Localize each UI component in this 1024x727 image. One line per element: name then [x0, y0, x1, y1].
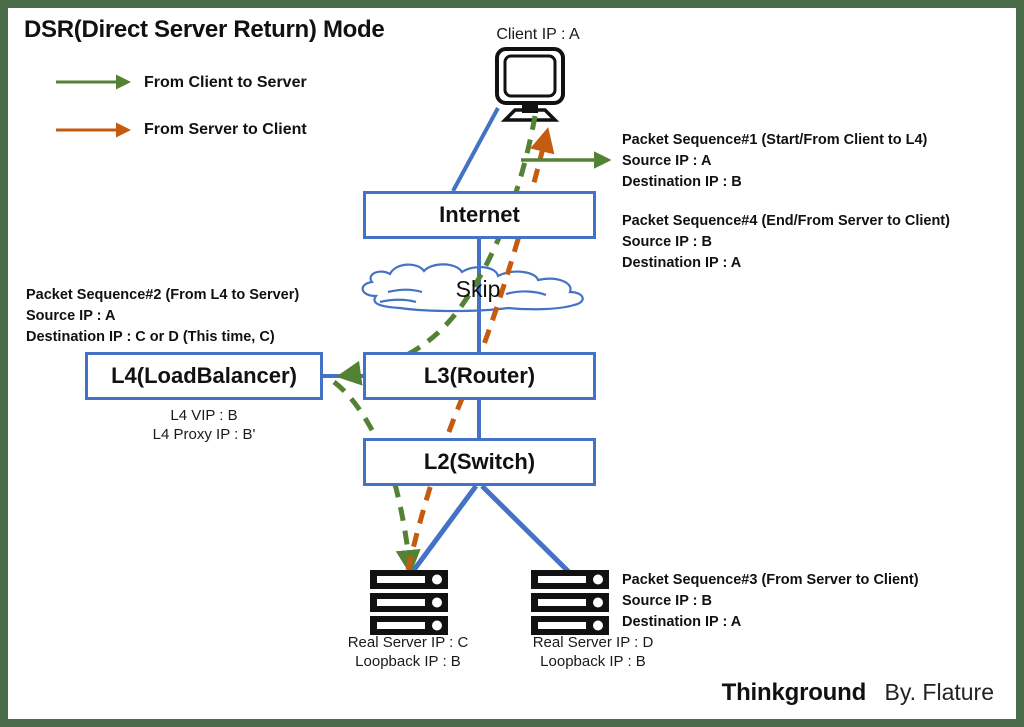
connector-l2-server2: [480, 484, 577, 580]
server2-loopback-ip-text: Loopback IP : B: [540, 653, 646, 670]
server1-real-ip-text: Real Server IP : C: [347, 634, 469, 651]
server1-loopback-ip-text: Loopback IP : B: [355, 653, 461, 670]
annotation-seq4-heading: Packet Sequence#4 (End/From Server to Cl…: [622, 213, 950, 229]
l4-proxy-ip-text: L4 Proxy IP : B': [152, 426, 256, 443]
node-l4-loadbalancer[interactable]: L4(LoadBalancer): [85, 352, 323, 400]
annotation-packet-sequence-2: Packet Sequence#2 (From L4 to Server) So…: [26, 285, 299, 348]
annotation-packet-sequence-3: Packet Sequence#3 (From Server to Client…: [622, 570, 919, 633]
node-l3-router[interactable]: L3(Router): [363, 352, 596, 400]
annotation-packet-sequence-4: Packet Sequence#4 (End/From Server to Cl…: [622, 211, 950, 274]
annotation-seq2-source: Source IP : A: [26, 308, 116, 324]
brand-author: By. Flature: [884, 679, 995, 705]
monitor-icon: [495, 47, 565, 122]
node-internet-label: Internet: [439, 202, 520, 227]
node-internet[interactable]: Internet: [363, 191, 596, 239]
server1-caption: Real Server IP : C Loopback IP : B: [318, 633, 498, 671]
server-rack-icon: [531, 570, 609, 635]
page-title: DSR(Direct Server Return) Mode: [24, 16, 385, 43]
annotation-seq4-source: Source IP : B: [622, 234, 712, 250]
annotation-packet-sequence-1: Packet Sequence#1 (Start/From Client to …: [622, 130, 927, 193]
annotation-seq3-heading: Packet Sequence#3 (From Server to Client…: [622, 572, 919, 588]
server2-caption: Real Server IP : D Loopback IP : B: [503, 633, 683, 671]
server2-real-ip-text: Real Server IP : D: [532, 634, 654, 651]
node-l3-label: L3(Router): [423, 363, 536, 388]
annotation-seq2-heading: Packet Sequence#2 (From L4 to Server): [26, 287, 300, 303]
l4-vip-text: L4 VIP : B: [170, 407, 238, 424]
node-l2-switch[interactable]: L2(Switch): [363, 438, 596, 486]
node-l4-label: L4(LoadBalancer): [111, 363, 297, 388]
annotation-seq1-heading: Packet Sequence#1 (Start/From Client to …: [622, 132, 928, 148]
node-l2-label: L2(Switch): [423, 449, 536, 474]
annotation-seq1-destination: Destination IP : B: [622, 174, 742, 190]
footer: Thinkground By. Flature: [8, 679, 1016, 707]
annotation-seq2-destination: Destination IP : C or D (This time, C): [26, 329, 275, 345]
cloud-label: Skip: [455, 276, 501, 302]
server-rack-icon: [370, 570, 448, 635]
client-caption: Client IP : A: [496, 26, 580, 43]
legend-item-client-to-server: From Client to Server: [144, 74, 307, 91]
annotation-seq3-destination: Destination IP : A: [622, 614, 742, 630]
annotation-seq3-source: Source IP : B: [622, 593, 712, 609]
annotation-seq4-destination: Destination IP : A: [622, 255, 742, 271]
flow-client-to-server-path: [336, 115, 538, 386]
connector-l2-server1: [405, 484, 479, 580]
connector-client-internet: [451, 107, 500, 192]
legend-item-server-to-client: From Server to Client: [144, 121, 307, 138]
l4-caption: L4 VIP : B L4 Proxy IP : B': [85, 406, 323, 444]
brand-name: Thinkground: [721, 679, 867, 706]
annotation-seq1-source: Source IP : A: [622, 153, 712, 169]
